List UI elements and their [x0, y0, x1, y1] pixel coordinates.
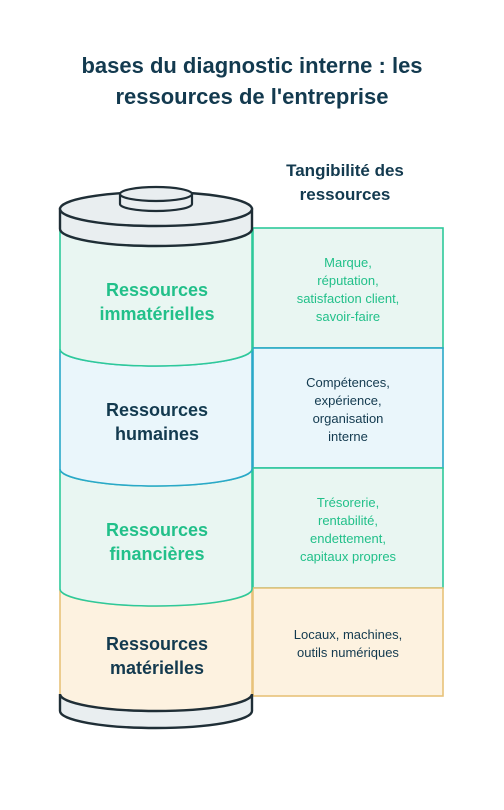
layer-label-2: Ressources financières	[62, 518, 252, 566]
desc-box-3	[252, 587, 444, 697]
desc-line: réputation,	[317, 273, 379, 288]
desc-line: capitaux propres	[299, 549, 397, 564]
desc-line: Locaux, machines,	[293, 627, 403, 642]
desc-line: satisfaction client,	[296, 291, 400, 306]
desc-line: endettement,	[310, 531, 386, 546]
layer-name-line-2: humaines	[114, 424, 200, 444]
desc-line: expérience,	[314, 393, 382, 408]
title-line-1: bases du diagnostic interne : les	[81, 53, 423, 78]
desc-line: interne	[328, 429, 368, 444]
layer-label-0: Ressources immatérielles	[62, 278, 252, 326]
cylinder-bottom-cap	[58, 693, 254, 730]
layer-name-line-1: Ressources	[105, 400, 209, 420]
desc-box-2	[252, 467, 444, 589]
desc-line: rentabilité,	[318, 513, 378, 528]
title-line-2: ressources de l'entreprise	[115, 84, 389, 109]
desc-line: outils numériques	[297, 645, 399, 660]
desc-box-1	[252, 347, 444, 469]
desc-line: Compétences,	[306, 375, 390, 390]
column-header-line-2: ressources	[299, 185, 391, 204]
layer-name-line-1: Ressources	[105, 280, 209, 300]
layer-label-3: Ressources matérielles	[62, 632, 252, 680]
cylinder-terminal-top	[118, 185, 194, 203]
layer-label-1: Ressources humaines	[62, 398, 252, 446]
layer-name-line-2: financières	[109, 544, 205, 564]
layer-name-line-1: Ressources	[105, 520, 209, 540]
column-header: Tangibilité des ressources	[256, 159, 434, 207]
desc-line: organisation	[312, 411, 384, 426]
desc-line: Trésorerie,	[316, 495, 380, 510]
layer-name-line-1: Ressources	[105, 634, 209, 654]
page-title: bases du diagnostic interne : les ressou…	[20, 50, 484, 112]
layer-description-2: Trésorerie, rentabilité, endettement, ca…	[253, 494, 443, 566]
layer-description-1: Compétences, expérience, organisation in…	[253, 374, 443, 446]
desc-line: savoir-faire	[315, 309, 381, 324]
layer-name-line-2: immatérielles	[99, 304, 215, 324]
layer-description-0: Marque, réputation, satisfaction client,…	[253, 254, 443, 326]
column-header-line-1: Tangibilité des	[286, 161, 404, 180]
layer-description-3: Locaux, machines, outils numériques	[253, 626, 443, 662]
layer-name-line-2: matérielles	[109, 658, 205, 678]
desc-line: Marque,	[324, 255, 372, 270]
